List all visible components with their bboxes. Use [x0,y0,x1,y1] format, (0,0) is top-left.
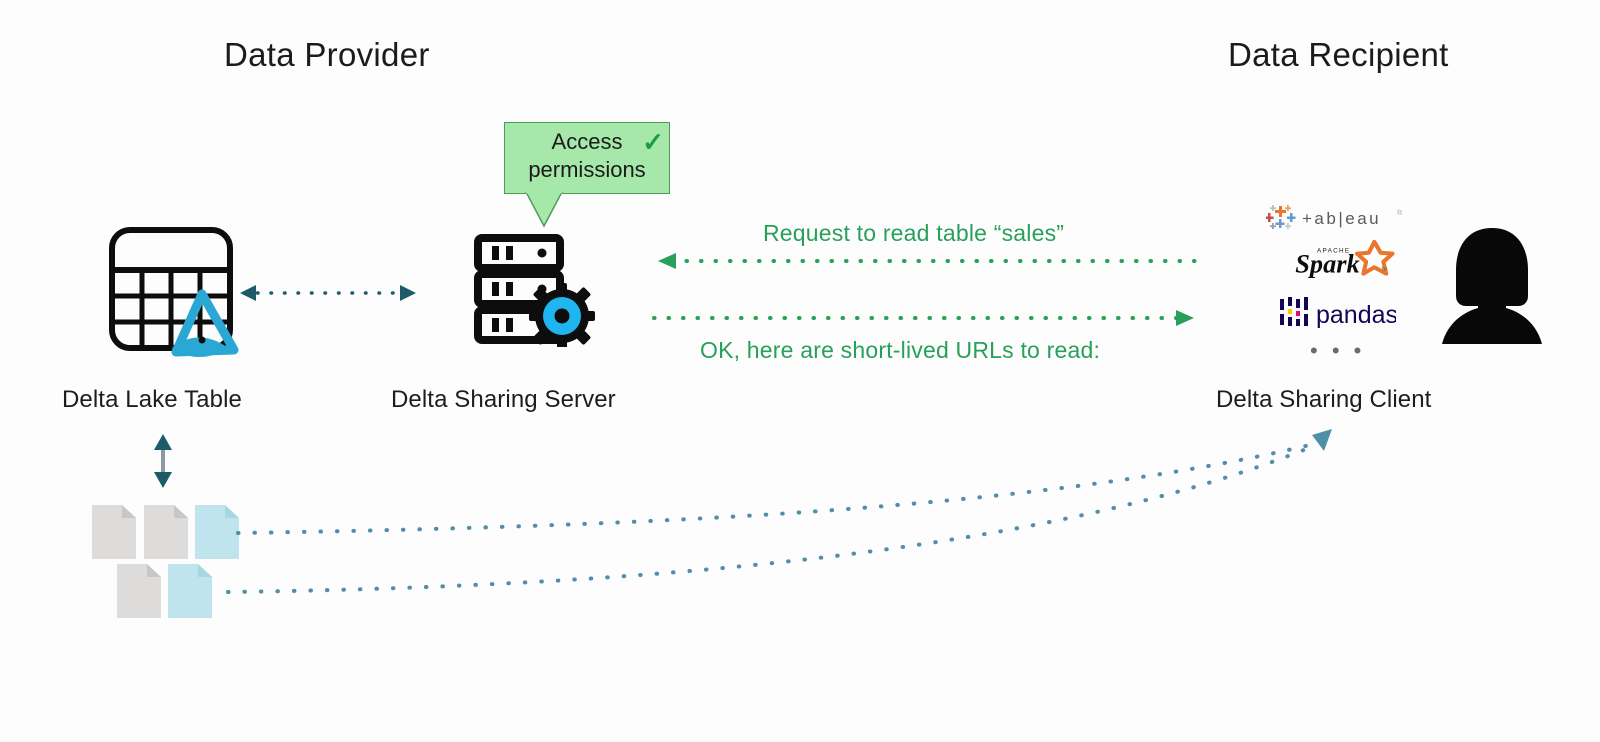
caption-delta-sharing-client: Delta Sharing Client [1216,386,1432,413]
svg-text:Spark: Spark [1295,250,1359,279]
svg-text:+ab|eau: +ab|eau [1302,209,1381,228]
bubble-body [504,122,670,194]
arrow-table-to-files [154,434,172,488]
request-arrow-icon [658,253,1200,269]
data-file-icon [117,564,161,618]
checkmark-icon: ✓ [642,127,664,157]
data-file-icon-shared [195,505,239,559]
tableau-logo: +ab|eau ® [1266,205,1403,229]
svg-text:pandas: pandas [1316,301,1396,329]
response-message-label: OK, here are short-lived URLs to read: [700,337,1101,363]
caption-delta-sharing-server: Delta Sharing Server [391,386,616,413]
svg-text:™: ™ [1381,266,1388,275]
person-silhouette-icon [1442,228,1542,344]
delta-sharing-server-icon [470,232,595,352]
response-arrow-icon [652,310,1194,326]
svg-text:APACHE: APACHE [1317,248,1350,255]
more-clients-ellipsis: • • • [1310,338,1366,363]
bubble-text: Access permissions [528,129,646,182]
pandas-logo: pandas [1280,297,1396,329]
data-file-icon [92,505,136,559]
svg-text:®: ® [1397,209,1403,217]
bubble-tail-icon [525,192,563,228]
access-permissions-bubble: Access permissions ✓ [504,122,672,228]
spark-logo: APACHE Spark ™ [1295,240,1395,279]
request-message-label: Request to read table “sales” [763,220,1065,246]
column-title-data-provider: Data Provider [224,36,430,73]
delta-lake-table-icon [104,222,244,367]
arrow-table-to-server [240,285,416,301]
data-file-icon [144,505,188,559]
data-file-icon-shared [168,564,212,618]
file-transfer-curves [226,429,1332,594]
caption-delta-lake-table: Delta Lake Table [62,386,242,413]
column-title-data-recipient: Data Recipient [1228,36,1449,73]
